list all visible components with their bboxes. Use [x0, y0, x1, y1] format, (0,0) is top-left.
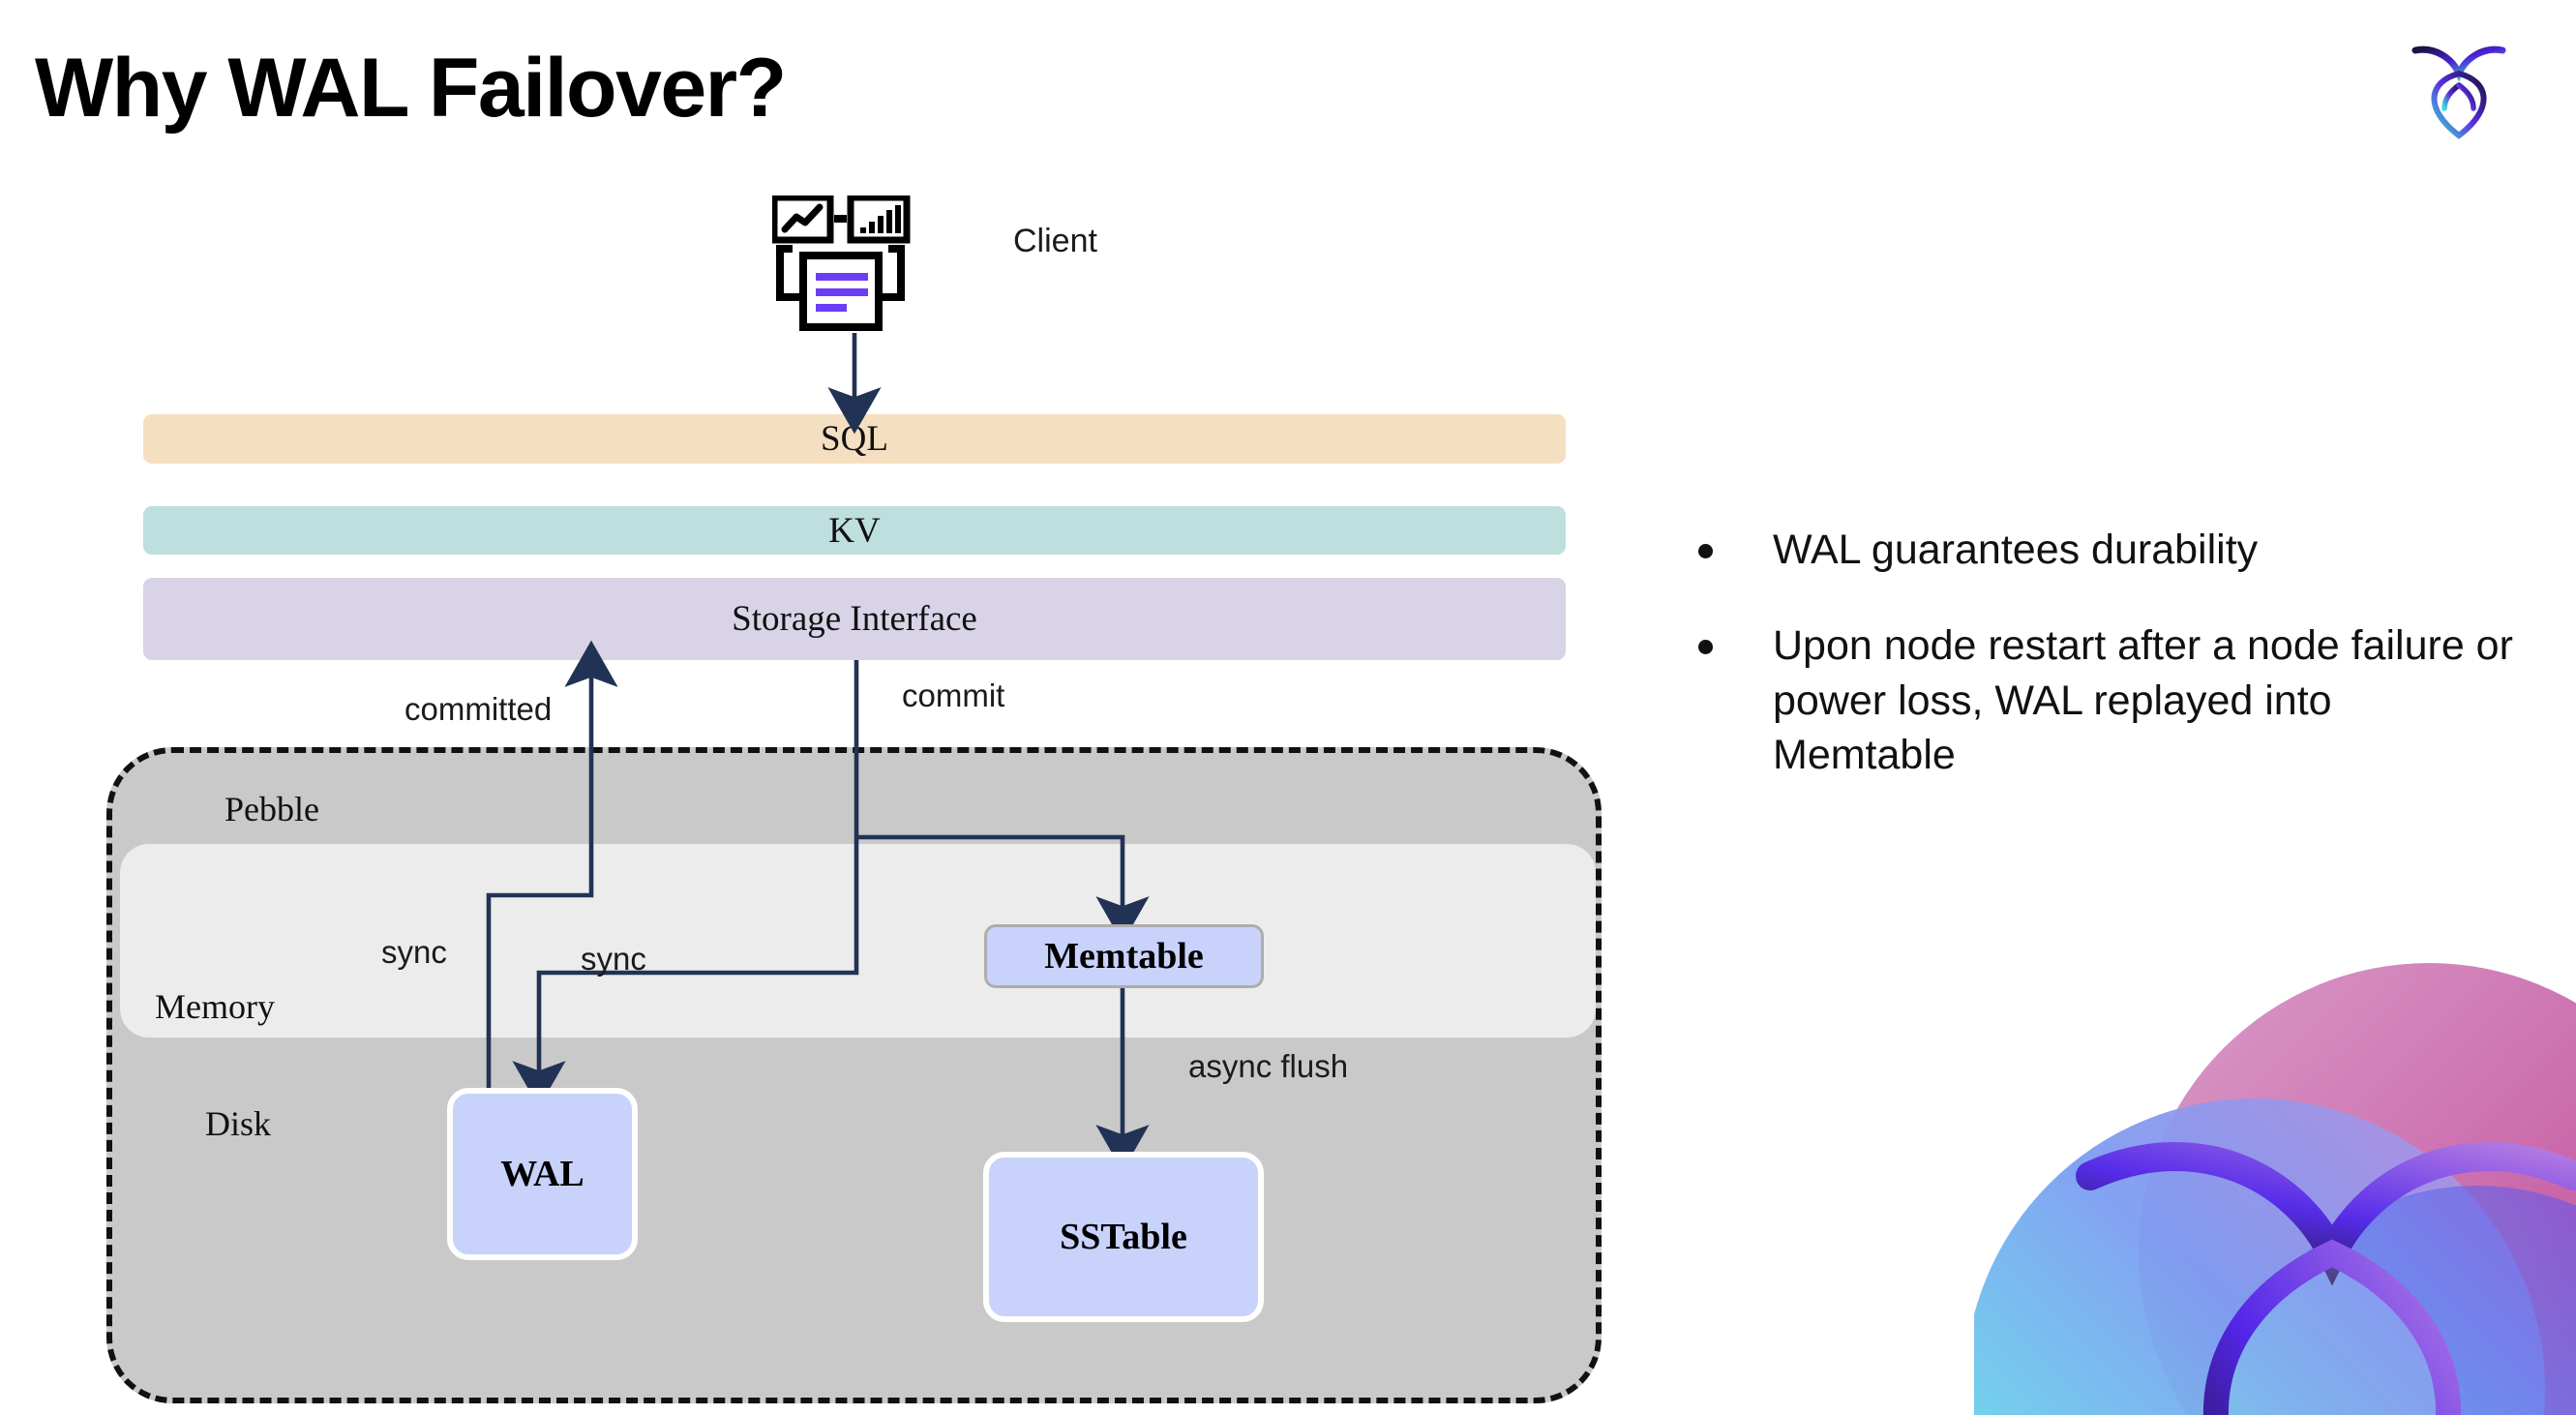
node-memtable-label: Memtable — [1044, 936, 1204, 977]
list-item: WAL guarantees durability — [1698, 523, 2521, 578]
bullet-dot-icon — [1698, 639, 1713, 654]
memory-label: Memory — [155, 987, 275, 1026]
layer-storage-interface[interactable]: Storage Interface — [143, 578, 1566, 660]
edge-label-sync-2: sync — [581, 941, 646, 977]
disk-label: Disk — [205, 1104, 272, 1143]
layer-storage-interface-label: Storage Interface — [732, 599, 977, 639]
bullet-list: WAL guarantees durability Upon node rest… — [1698, 523, 2521, 824]
client-label: Client — [1013, 223, 1097, 259]
layer-kv[interactable]: KV — [143, 506, 1566, 555]
list-item: Upon node restart after a node failure o… — [1698, 618, 2521, 783]
node-wal[interactable]: WAL — [447, 1088, 638, 1260]
node-sstable[interactable]: SSTable — [983, 1152, 1264, 1322]
bullet-text: Upon node restart after a node failure o… — [1773, 621, 2513, 779]
bullet-text: WAL guarantees durability — [1773, 527, 2259, 573]
client-dashboard-icon — [770, 194, 927, 333]
page-title: Why WAL Failover? — [35, 42, 787, 135]
edge-label-async-flush: async flush — [1188, 1048, 1349, 1084]
node-wal-label: WAL — [500, 1154, 584, 1194]
edge-label-commit: commit — [902, 677, 1005, 713]
edge-label-committed: committed — [404, 691, 553, 727]
layer-sql[interactable]: SQL — [143, 414, 1566, 464]
node-memtable[interactable]: Memtable — [984, 924, 1264, 988]
decorative-logo-graphic — [1974, 934, 2576, 1415]
cockroachdb-logo-icon — [2406, 37, 2512, 149]
bullet-dot-icon — [1698, 544, 1713, 558]
edge-label-sync-1: sync — [381, 934, 447, 970]
layer-kv-label: KV — [828, 510, 881, 551]
connector-wires — [486, 333, 1150, 1172]
node-sstable-label: SSTable — [1060, 1217, 1187, 1257]
architecture-diagram: Client Pebble Memory Disk SQL KV Storage… — [106, 194, 1602, 1403]
pebble-label: Pebble — [225, 790, 319, 828]
